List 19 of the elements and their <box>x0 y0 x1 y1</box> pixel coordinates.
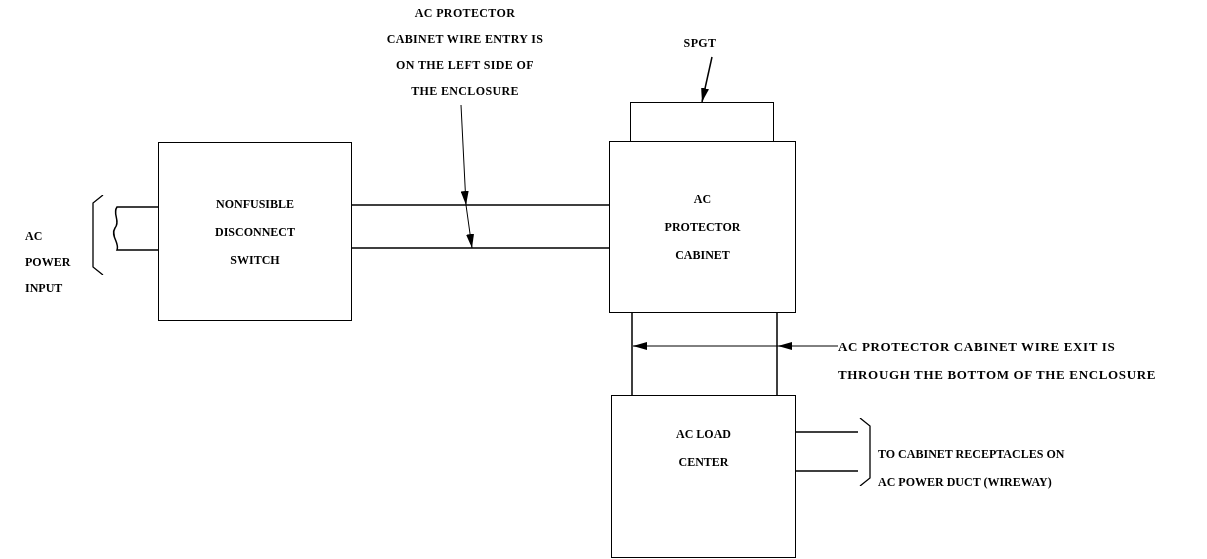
leader-arrow <box>632 342 839 350</box>
spgt-box <box>630 102 774 142</box>
cabinet-box <box>609 141 796 313</box>
load-center-box <box>611 395 796 558</box>
node-text: AC PROTECTOR CABINET WIRE ENTRY IS ON THE LEFT SIDE OF THE ENCLOSURE <box>385 5 545 100</box>
node-text: AC LOAD CENTER <box>675 426 732 471</box>
wire-conduit <box>351 204 610 249</box>
wire-conduit <box>795 431 859 472</box>
wire-conduit <box>631 312 778 396</box>
node-text: AC POWER INPUT <box>25 228 72 297</box>
wire-conduit <box>120 206 159 251</box>
leader-arrow <box>460 104 474 249</box>
node-text: NONFUSIBLE DISCONNECT SWITCH <box>214 195 296 269</box>
node-text: AC PROTECTOR CABINET WIRE EXIT IS THROUGH THE BOTTOM OF THE ENCLOSURE <box>838 338 1158 384</box>
switch-box <box>158 142 352 321</box>
node-text: SPGT <box>682 35 718 52</box>
arrow <box>701 56 713 103</box>
node-text: AC PROTECTOR CABINET <box>663 191 742 264</box>
node-text: TO CABINET RECEPTACLES ON AC POWER DUCT (WIREWAY) <box>878 446 1066 491</box>
